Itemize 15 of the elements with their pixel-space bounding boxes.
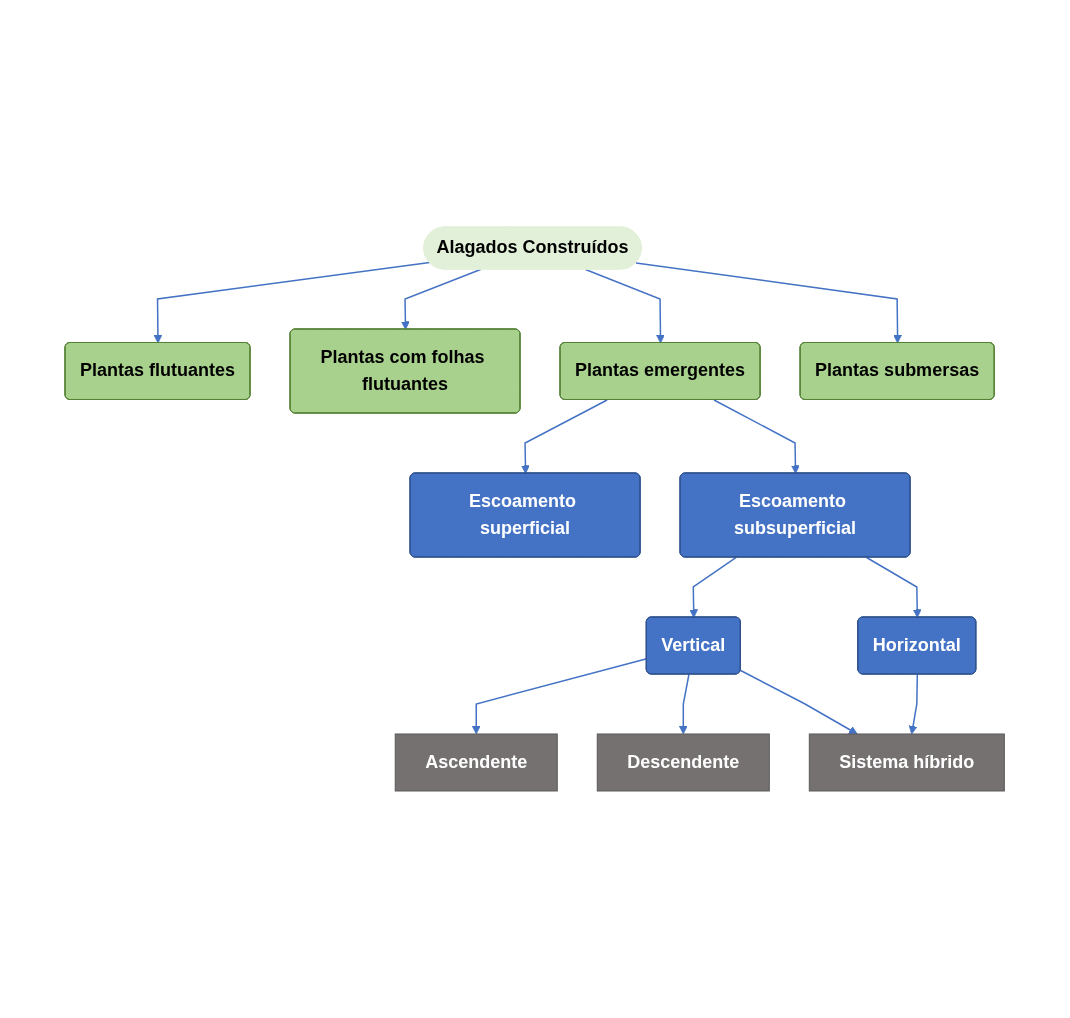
arrow xyxy=(740,669,858,735)
arrow xyxy=(472,657,648,735)
arrow xyxy=(401,268,482,330)
arrow xyxy=(153,261,431,344)
arrow xyxy=(713,399,801,474)
node-box: Descendente xyxy=(597,733,771,792)
arrow xyxy=(521,399,609,474)
arrow xyxy=(866,556,922,618)
arrow xyxy=(679,673,690,735)
node-box: Ascendente xyxy=(395,733,559,792)
arrow xyxy=(585,268,666,344)
arrow xyxy=(909,673,919,735)
arrow xyxy=(689,556,738,618)
node-box: Sistema híbrido xyxy=(809,733,1006,792)
arrow xyxy=(635,262,903,344)
